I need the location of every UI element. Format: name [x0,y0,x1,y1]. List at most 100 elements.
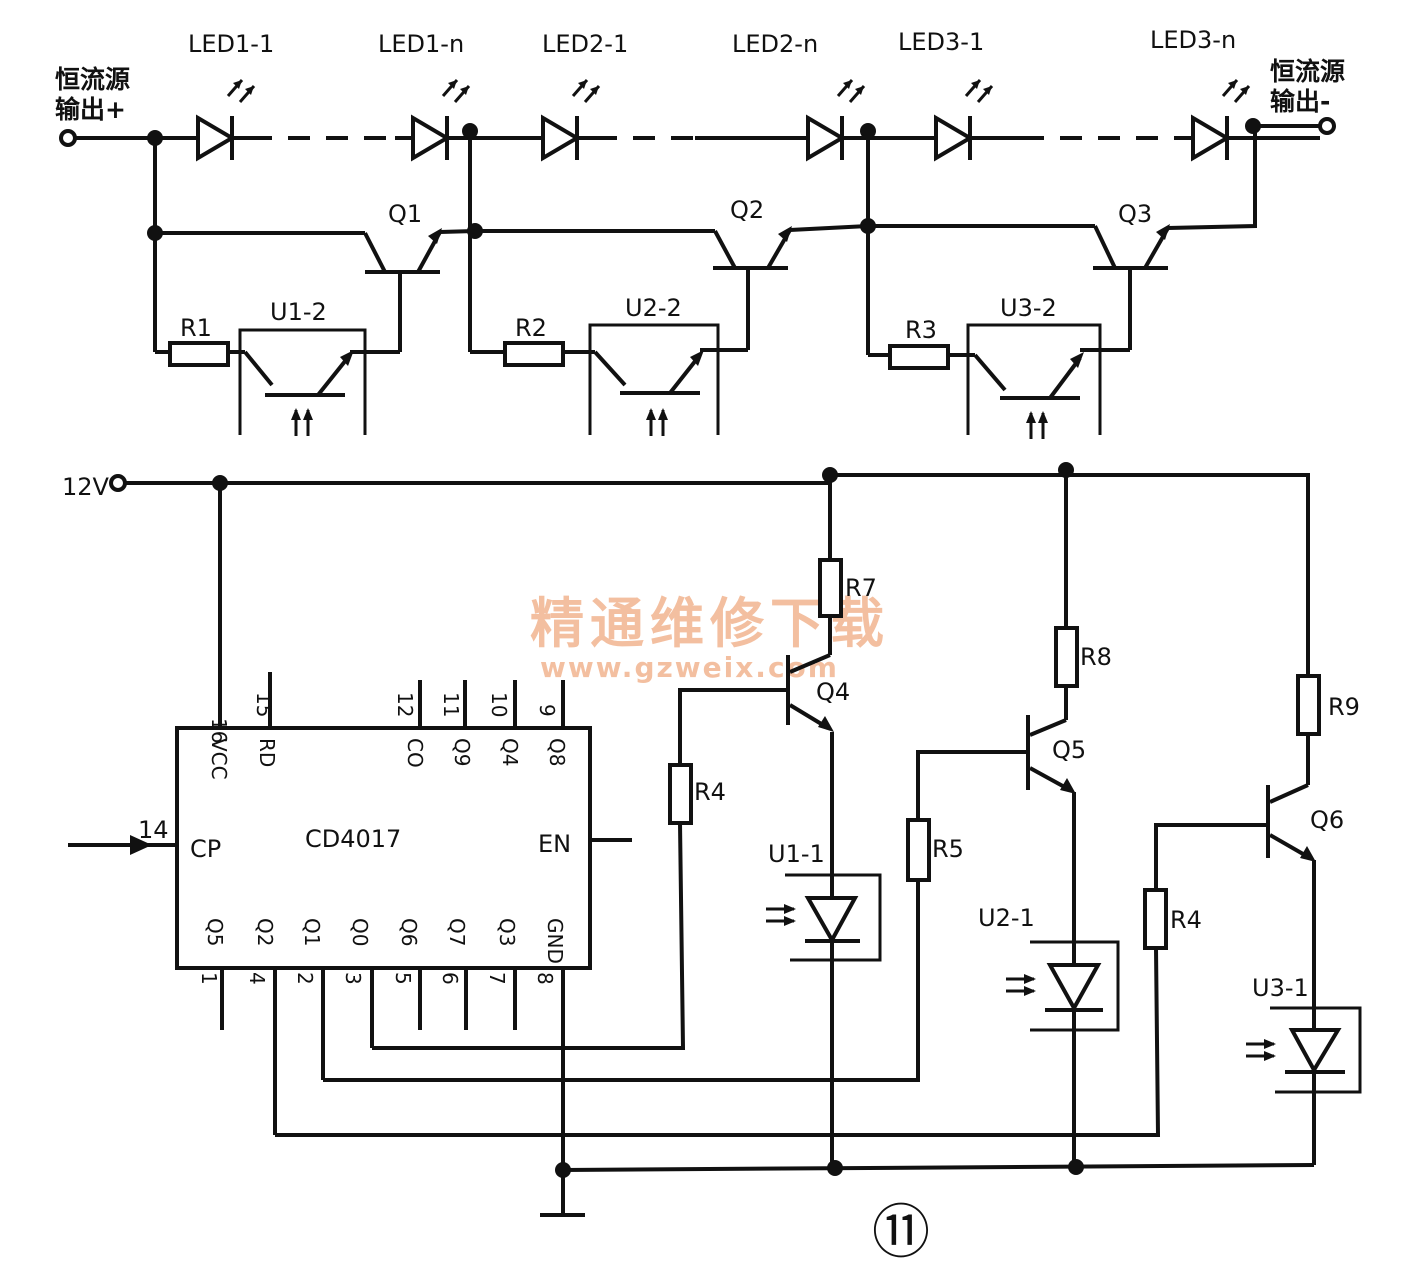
ic-name: CD4017 [305,825,401,853]
label-r9: R9 [1328,693,1360,721]
ic-pin-9-number: 9 [535,704,559,717]
r9-resistor [1296,674,1321,736]
label-source-positive-line2: 输出+ [55,95,126,124]
ic-pin-6-name: Q7 [445,918,469,946]
label-r4-2: R4 [1170,906,1202,934]
r5-resistor [906,818,931,882]
led2-1-emit-icon [571,78,601,104]
u1-1-emit-icon [764,902,798,928]
ic-pin-15-number: 15 [252,692,276,717]
u3-1-emit-icon [1244,1037,1278,1063]
driver-3 [275,674,1362,1165]
ic-pin-8-number: 8 [533,972,557,985]
label-q2: Q2 [730,196,764,224]
ic-pin-16-number: 16 [207,718,231,743]
label-u2-1: U2-1 [978,904,1035,932]
u3-2-receive-icon [1024,409,1050,441]
ic-pin-3-name: Q0 [348,918,372,946]
bypass-cell-2 [468,138,869,438]
label-r1: R1 [180,314,212,342]
label-r3: R3 [905,316,937,344]
r7-resistor [818,558,843,618]
label-u3-1: U3-1 [1252,974,1309,1002]
label-u1-2: U1-2 [270,298,327,326]
label-r5: R5 [932,835,964,863]
label-q1: Q1 [388,200,422,228]
ic-cp-label: CP [190,835,221,863]
label-q3: Q3 [1118,200,1152,228]
u2-2-receive-icon [644,406,670,438]
label-12v: 12V [62,473,110,501]
r4-resistor-2 [1143,888,1168,950]
ic-pin-15-name: RD [255,738,279,767]
label-r7: R7 [845,574,877,602]
ic-en-label: EN [538,830,571,858]
label-u1-1: U1-1 [768,840,825,868]
r1-resistor [168,341,230,367]
u1-1-diode [804,896,859,945]
ic-pin-4-number: 4 [245,972,269,985]
label-r2: R2 [515,314,547,342]
label-led1-1: LED1-1 [188,30,274,58]
label-u3-2: U3-2 [1000,294,1057,322]
driver-2 [323,470,1120,1168]
led2-1-diode [523,114,597,162]
ic-body [175,726,592,970]
ic-pin-2-number: 2 [293,972,317,985]
ic-pin-1-number: 1 [197,972,221,985]
led3-1-emit-icon [964,78,994,104]
u2-1-diode [1046,963,1102,1013]
bypass-cell-3 [866,126,1257,441]
watermark-url: www.gzweix.com [540,651,839,684]
ic-pin-12-name: CO [403,738,427,768]
ic-pin-3-number: 3 [341,972,365,985]
ic-pin-16-name: VCC [207,738,231,780]
ic-pin-5-name: Q6 [397,918,421,946]
led2-n-diode [788,114,862,162]
u2-1-emit-icon [1004,972,1038,998]
label-led1-n: LED1-n [378,30,464,58]
label-q4: Q4 [816,678,850,706]
label-source-positive-line1: 恒流源 [55,65,130,94]
u3-1-diode [1288,1028,1342,1075]
r4-resistor-1 [668,763,693,825]
ic-pin-10-number: 10 [487,692,511,717]
led3-1-diode [916,114,990,162]
label-led2-1: LED2-1 [542,30,628,58]
bypass-cell-1 [153,138,476,438]
ic-pin-11-name: Q9 [450,738,474,766]
terminal-12v [109,474,127,492]
ic-cd4017 [68,672,632,1215]
led3-n-diode [1173,114,1247,162]
driver-1 [372,475,882,1168]
clock-input-arrow-icon [130,835,152,855]
u1-2-receive-icon [289,406,315,438]
ic-pin-1-name: Q5 [203,918,227,946]
terminal-positive [59,129,77,147]
label-q5: Q5 [1052,736,1086,764]
ic-pin-5-number: 5 [391,972,415,985]
label-r8: R8 [1080,643,1112,671]
label-led2-n: LED2-n [732,30,818,58]
ic-cp-pin-number: 14 [138,816,169,844]
label-source-negative-line1: 恒流源 [1270,57,1345,86]
label-q6: Q6 [1310,806,1344,834]
led2-n-emit-icon [836,78,866,104]
label-u2-2: U2-2 [625,294,682,322]
label-led3-1: LED3-1 [898,28,984,56]
ic-pin-7-number: 7 [485,972,509,985]
led1-1-emit-icon [226,78,256,104]
ic-pin-6-number: 6 [438,972,462,985]
led3-n-emit-icon [1221,78,1251,104]
led-string [59,78,1336,162]
led1-1-diode [178,114,252,162]
label-source-negative-line2: 输出- [1270,87,1330,116]
led1-n-diode [393,114,467,162]
ic-pin-9-name: Q8 [545,738,569,766]
ic-pin-10-name: Q4 [498,738,522,766]
led1-n-emit-icon [441,78,471,104]
ic-pin-2-name: Q1 [300,918,324,946]
label-led3-n: LED3-n [1150,26,1236,54]
ic-pin-12-number: 12 [393,692,417,717]
